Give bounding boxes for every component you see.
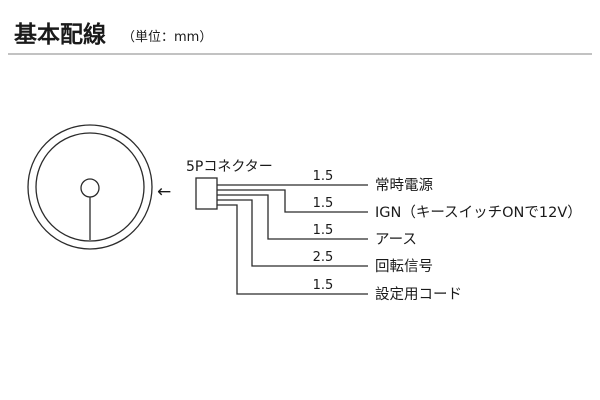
gauge-outer-ring: [27, 124, 153, 250]
wire-line-3: [217, 194, 368, 240]
wire-size-label: 1.5: [313, 223, 334, 238]
gauge-inner-ring: [35, 132, 145, 242]
wire-name-label: 常時電源: [375, 177, 433, 194]
unit-label: （単位：mm）: [122, 29, 212, 45]
connector-label: 5Pコネクター: [186, 159, 273, 175]
gauge: [27, 124, 153, 250]
connector-body: [195, 177, 218, 210]
wire-size-label: 1.5: [313, 169, 334, 184]
wire-line-4: [217, 199, 368, 267]
wire-lines: [217, 184, 368, 295]
wire-line-2: [217, 189, 368, 213]
wire-size-label: 1.5: [313, 278, 334, 293]
page-title: 基本配線: [14, 21, 106, 48]
wire-size-labels: 1.5 1.5 1.5 2.5 1.5: [313, 169, 334, 293]
wire-name-label: IGN（キースイッチONで12V）: [375, 204, 582, 221]
wire-line-5: [217, 204, 368, 295]
wire-name-label: 回転信号: [375, 258, 433, 275]
wire-name-labels: 常時電源 IGN（キースイッチONで12V） アース 回転信号 設定用コード: [375, 177, 582, 303]
wire-name-label: アース: [375, 232, 417, 248]
wire-size-label: 1.5: [313, 196, 334, 211]
gauge-hub: [80, 178, 100, 198]
arrow-left-icon: ←: [157, 182, 171, 202]
wire-name-label: 設定用コード: [375, 286, 462, 303]
wire-size-label: 2.5: [313, 250, 334, 265]
